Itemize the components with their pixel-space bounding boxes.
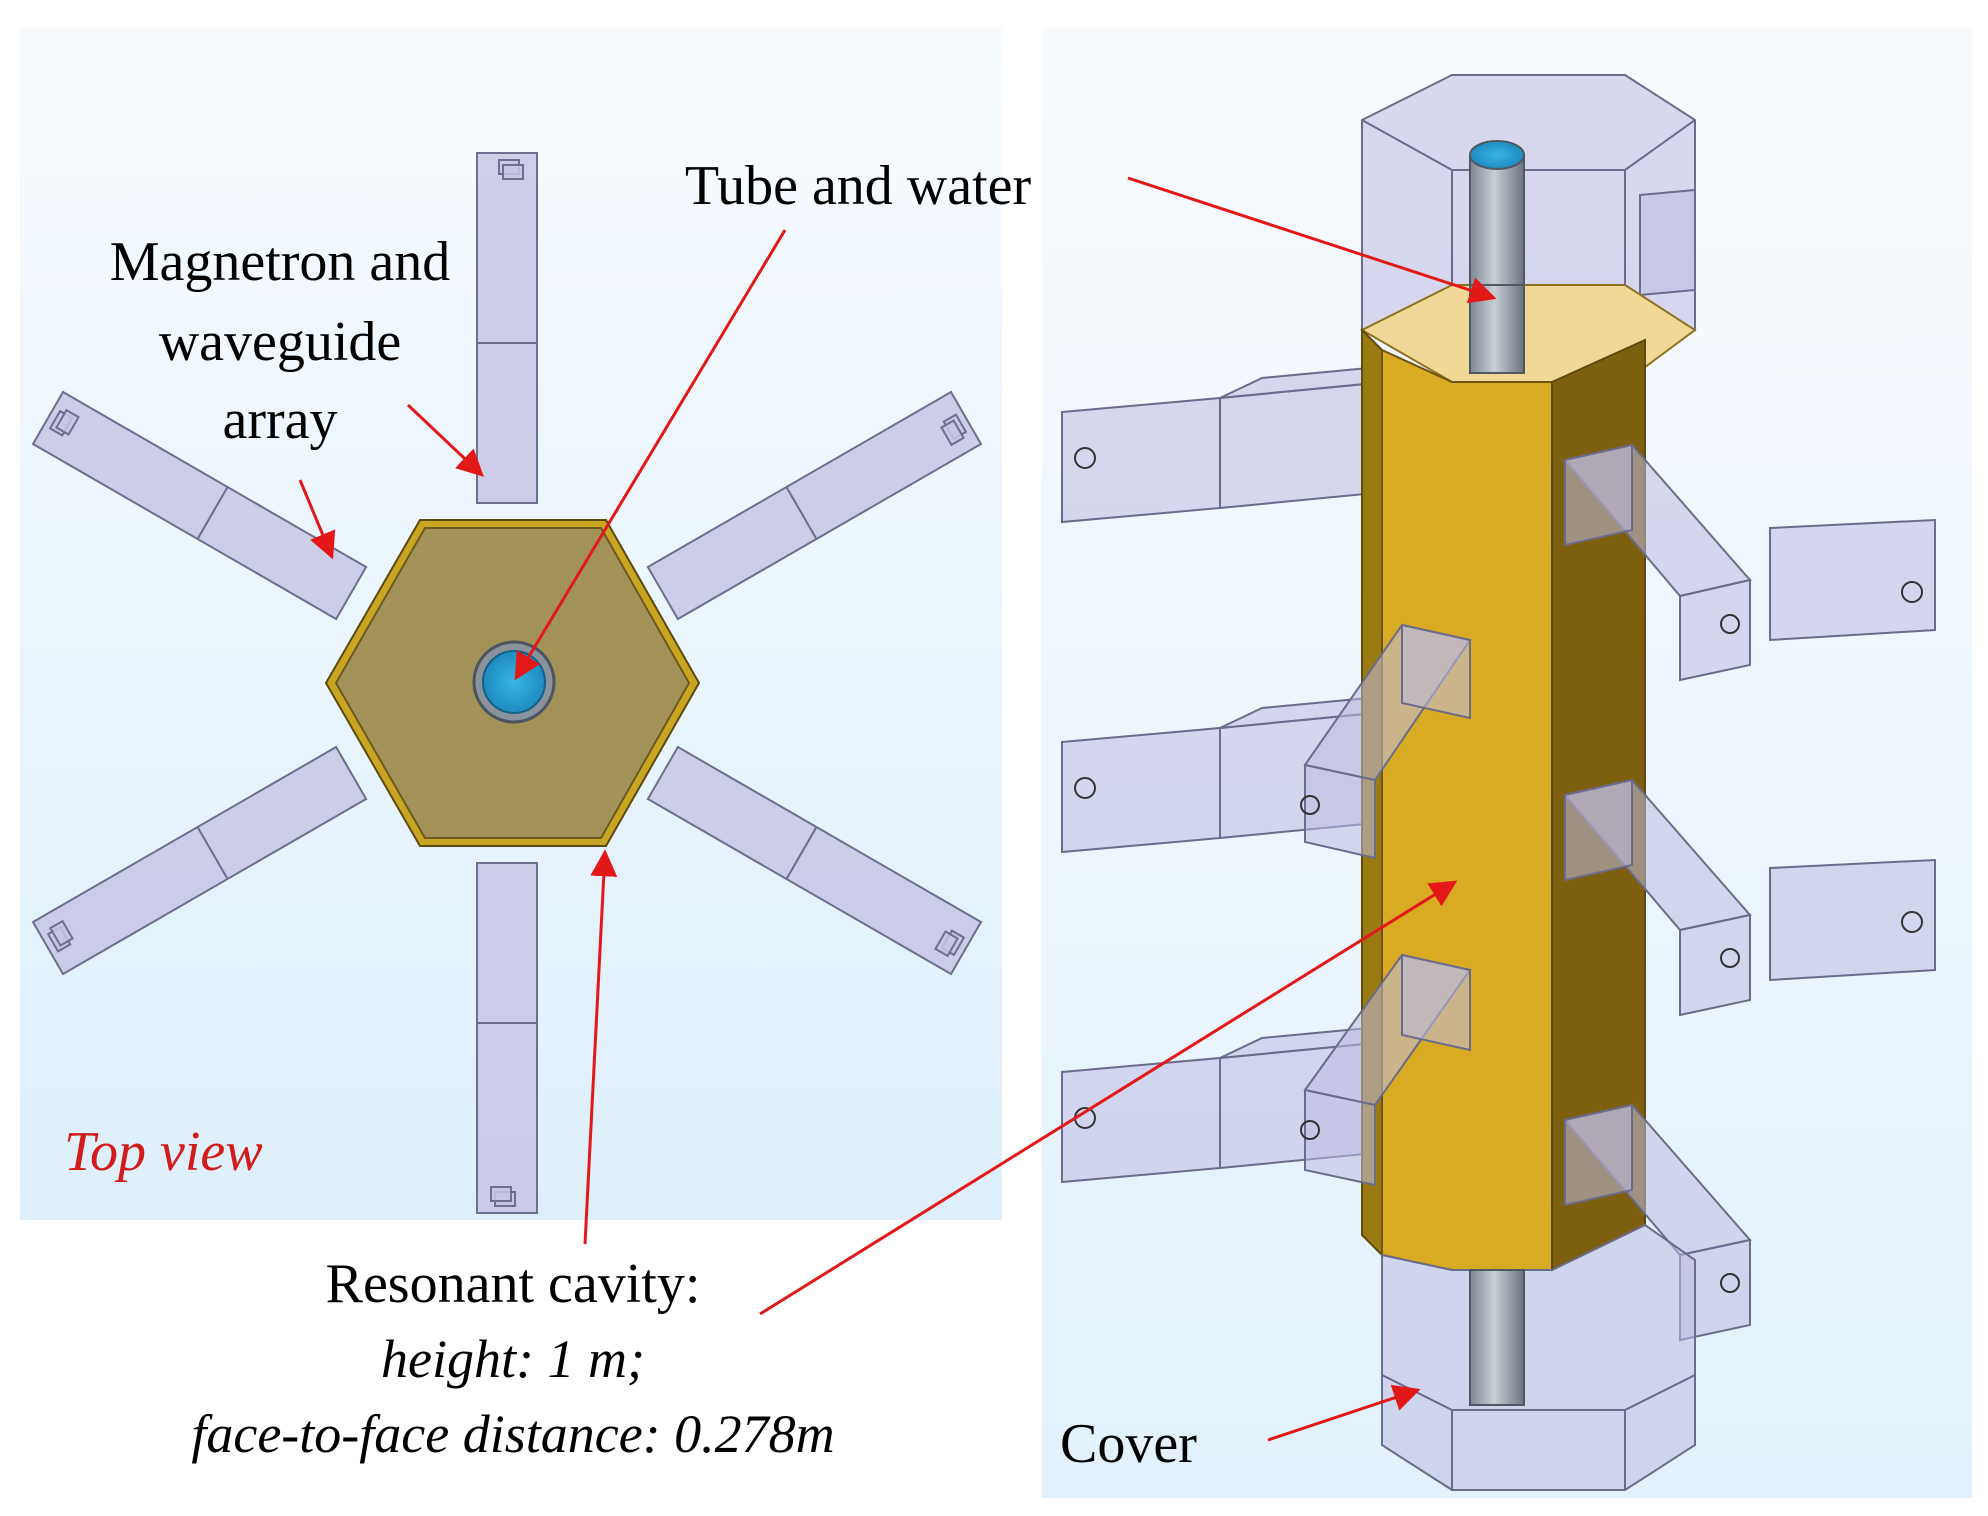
red-arrow-icon bbox=[298, 479, 336, 560]
waveguide-arm-up bbox=[476, 152, 538, 504]
top-view-label: Top view bbox=[64, 1121, 263, 1183]
waveguide-front-right-1 bbox=[1563, 443, 1752, 682]
waveguides-right-back bbox=[1639, 188, 1936, 982]
top-view-panel: Magnetron and waveguide array Top view bbox=[20, 28, 1002, 1245]
red-arrow-icon bbox=[759, 880, 1458, 1316]
tube-lower bbox=[1469, 1269, 1525, 1406]
waveguide-arm-down bbox=[476, 862, 538, 1214]
waveguide-front-right-3 bbox=[1563, 1103, 1752, 1342]
red-arrow-icon bbox=[1127, 176, 1497, 304]
tube-and-water-label: Tube and water bbox=[685, 155, 1032, 217]
waveguide-arm-lower-left bbox=[31, 745, 368, 976]
waveguides-front bbox=[1300, 443, 1752, 1342]
waveguide-arm-upper-right bbox=[646, 390, 983, 621]
waveguide-front-right-2 bbox=[1563, 778, 1752, 1017]
tube-top-view bbox=[472, 640, 556, 724]
red-arrow-icon bbox=[514, 229, 787, 681]
magnetron-label-line1: Magnetron and bbox=[110, 231, 451, 293]
resonant-cavity-label: Resonant cavity: bbox=[326, 1253, 701, 1315]
waveguide-arm-upper-left bbox=[31, 390, 368, 621]
cavity-face-distance-label: face-to-face distance: 0.278m bbox=[191, 1404, 834, 1464]
cavity-height-label: height: 1 m; bbox=[381, 1329, 645, 1389]
cover-label: Cover bbox=[1060, 1413, 1197, 1475]
red-arrow-icon bbox=[406, 403, 484, 477]
waveguide-front-left-1 bbox=[1300, 623, 1472, 860]
water-surface-icon bbox=[1469, 140, 1525, 170]
magnetron-label-line3: array bbox=[222, 389, 337, 451]
perspective-view-panel: Cover bbox=[759, 28, 1972, 1498]
red-arrow-icon bbox=[583, 849, 618, 1245]
magnetron-label-line2: waveguide bbox=[159, 311, 402, 373]
waveguide-front-left-2 bbox=[1300, 953, 1472, 1187]
red-arrow-icon bbox=[1267, 1384, 1421, 1442]
waveguide-arm-lower-right bbox=[646, 745, 983, 976]
waveguide-array-top bbox=[31, 152, 983, 1214]
tube-through-cap bbox=[1469, 284, 1525, 374]
waveguide-left-1 bbox=[1061, 364, 1394, 524]
